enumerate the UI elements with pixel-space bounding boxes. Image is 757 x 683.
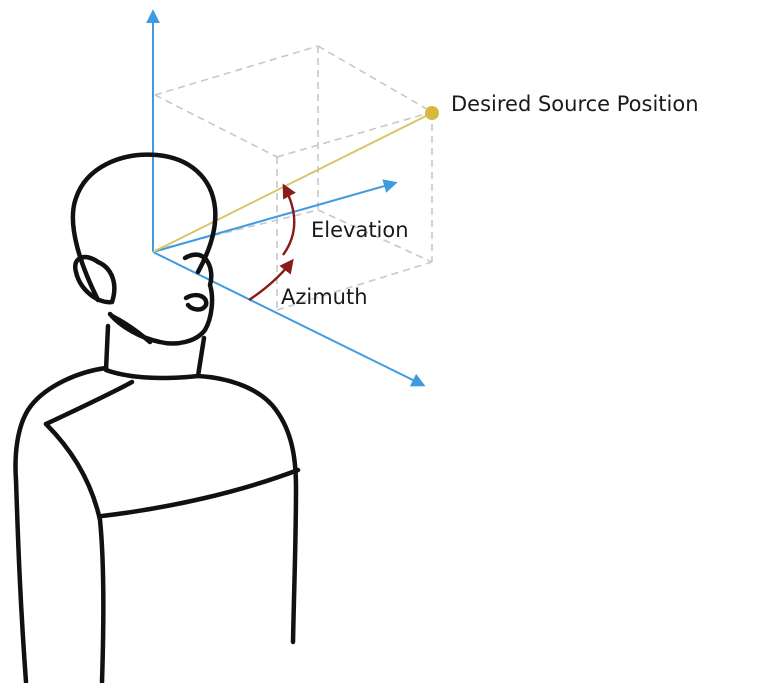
azimuth-label: Azimuth xyxy=(281,285,368,309)
collar-line xyxy=(43,379,135,427)
mouth xyxy=(183,292,209,312)
human-figure xyxy=(13,152,301,683)
chest-line xyxy=(99,467,301,519)
left-arm xyxy=(43,421,106,683)
source-label: Desired Source Position xyxy=(451,92,699,116)
torso-outline xyxy=(13,365,109,683)
face-outline xyxy=(107,252,215,346)
lateral-axis xyxy=(152,251,426,387)
ear xyxy=(72,254,117,305)
chin-line xyxy=(109,313,153,345)
right-shoulder xyxy=(195,373,299,645)
head-outline xyxy=(70,152,218,303)
elevation-label: Elevation xyxy=(311,218,409,242)
source-point xyxy=(425,106,439,120)
forward-axis xyxy=(152,179,398,253)
neck xyxy=(103,323,207,381)
elevation-arc xyxy=(282,183,296,256)
source-direction-line xyxy=(152,112,433,253)
azimuth-arc xyxy=(248,258,294,301)
